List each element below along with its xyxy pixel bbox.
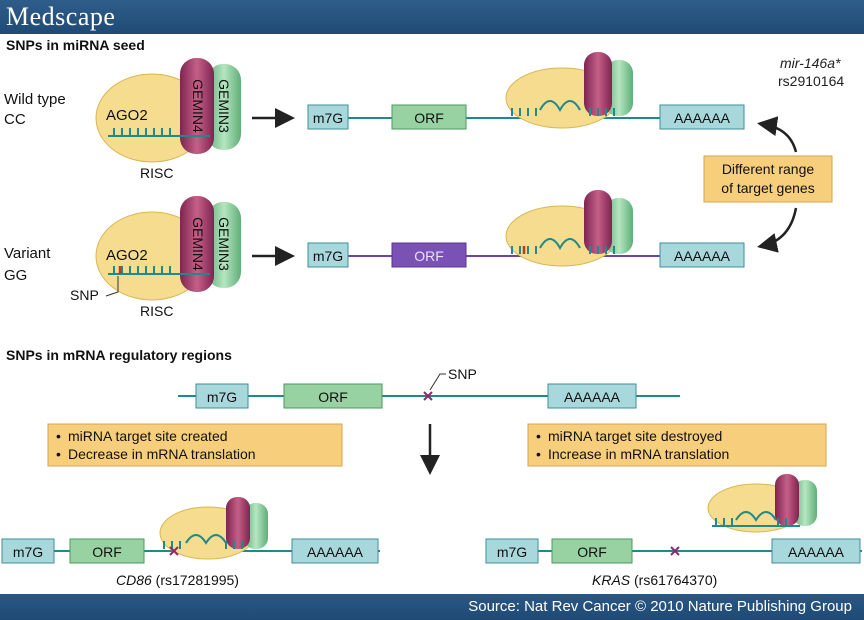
cap-label: m7G: [13, 544, 43, 560]
orf-label: ORF: [92, 544, 122, 560]
mirna-snp-id: rs2910164: [778, 73, 844, 89]
svg-text:•: •: [536, 428, 541, 444]
orf-label: ORF: [414, 110, 444, 126]
header-bar: Medscape: [0, 0, 864, 34]
wild-type-label: Wild type: [4, 91, 66, 108]
mrna-regulatory: m7G ORF AAAAAA SNP: [178, 366, 680, 409]
snp-cross-icon: [169, 546, 179, 556]
snp-cross-icon: [423, 391, 433, 401]
mrna-wild: m7G ORF AAAAAA: [307, 52, 745, 130]
diagram-canvas: SNPs in miRNA seed SNPs in mRNA regulato…: [1, 37, 862, 588]
gemin4-label: GEMIN4: [190, 217, 206, 271]
cd86-caption: CD86 (rs17281995): [116, 572, 239, 588]
mrna-variant: m7G ORF AAAAAA: [307, 190, 745, 268]
range-line-2: of target genes: [721, 180, 814, 196]
orf-label: ORF: [318, 389, 348, 405]
mrna-kras: m7G ORF AAAAAA: [485, 474, 862, 564]
risc-label: RISC: [140, 303, 173, 319]
source-credit: Source: Nat Rev Cancer © 2010 Nature Pub…: [468, 598, 852, 615]
orf-label: ORF: [577, 544, 607, 560]
polya-label: AAAAAA: [564, 389, 621, 405]
gemin3-label: GEMIN3: [216, 217, 232, 271]
curved-arrow-icon: [757, 207, 798, 253]
risc-complex-wild: GEMIN4 GEMIN3 AGO2 RISC: [95, 58, 241, 181]
kras-id: (rs61764370): [630, 572, 717, 588]
note-destroyed: • miRNA target site destroyed • Increase…: [527, 423, 827, 467]
svg-text:•: •: [536, 446, 541, 462]
svg-text:•: •: [56, 428, 61, 444]
section-title-seed: SNPs in miRNA seed: [6, 37, 145, 53]
destroyed-line-1: miRNA target site destroyed: [548, 428, 722, 444]
wild-type-genotype: CC: [4, 111, 26, 128]
mirna-name: mir-146a*: [780, 55, 841, 71]
cap-label: m7G: [207, 389, 237, 405]
polya-label: AAAAAA: [788, 544, 845, 560]
risc-label: RISC: [140, 165, 173, 181]
section-title-regulatory: SNPs in mRNA regulatory regions: [6, 347, 232, 363]
variant-genotype: GG: [4, 267, 27, 284]
cap-label: m7G: [313, 248, 343, 264]
polya-label: AAAAAA: [674, 248, 731, 264]
ago2-label: AGO2: [106, 247, 148, 264]
cd86-gene: CD86: [116, 572, 152, 588]
curved-arrow-icon: [757, 116, 798, 153]
destroyed-line-2: Increase in mRNA translation: [548, 446, 729, 462]
cap-label: m7G: [497, 544, 527, 560]
risc-complex-variant: GEMIN4 GEMIN3 AGO2 RISC: [95, 196, 241, 319]
gemin4-label: GEMIN4: [190, 79, 206, 133]
ago2-label: AGO2: [106, 107, 148, 124]
created-line-1: miRNA target site created: [68, 428, 228, 444]
variant-label: Variant: [4, 245, 51, 262]
range-note: Different range of target genes: [703, 155, 833, 203]
footer-bar: Source: Nat Rev Cancer © 2010 Nature Pub…: [0, 594, 864, 620]
medscape-logo[interactable]: Medscape: [6, 2, 116, 31]
note-created: • miRNA target site created • Decrease i…: [47, 423, 343, 467]
snp-cross-icon: [670, 546, 680, 556]
cd86-id: (rs17281995): [152, 572, 239, 588]
orf-label-variant: ORF: [414, 248, 444, 264]
kras-gene: KRAS: [592, 572, 631, 588]
snp-label-seed: SNP: [70, 287, 99, 303]
mrna-cd86: m7G ORF AAAAAA: [1, 497, 380, 564]
gemin3-label: GEMIN3: [216, 79, 232, 133]
kras-caption: KRAS (rs61764370): [592, 572, 717, 588]
range-line-1: Different range: [722, 161, 815, 177]
svg-text:•: •: [56, 446, 61, 462]
created-line-2: Decrease in mRNA translation: [68, 446, 256, 462]
polya-label: AAAAAA: [307, 544, 364, 560]
polya-label: AAAAAA: [674, 110, 731, 126]
cap-label: m7G: [313, 110, 343, 126]
snp-label-regulatory: SNP: [448, 366, 477, 382]
